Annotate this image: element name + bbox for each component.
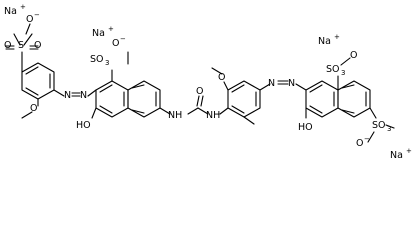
sulfonate-4-sub: 3 (387, 125, 391, 133)
amine-nh-2: NH (206, 110, 220, 121)
urea-linkage (159, 95, 209, 115)
sulfonate-3-label: SO (326, 64, 340, 75)
urea-oxygen: O (196, 86, 203, 97)
middle-benzene-ring (227, 80, 261, 118)
azo-linkage-1 (53, 89, 97, 97)
sodium-ion-2: Na (92, 28, 105, 39)
sulfonate-3-sub: 3 (341, 69, 345, 77)
oxygen-1a: O (4, 40, 11, 51)
oxide-charge-3: − (364, 135, 370, 143)
left-benzene-ring (21, 62, 55, 100)
azo-linkage-2 (259, 80, 307, 91)
hydroxy-bond-1 (91, 107, 97, 119)
sodium-charge-1: + (20, 3, 26, 11)
nh-to-ring-bond (219, 107, 229, 115)
left-naphthalene (95, 80, 161, 118)
oxide-anion-2: O (112, 38, 119, 49)
methoxy-group-2 (211, 67, 229, 91)
oxide-charge-1: − (34, 11, 40, 19)
hydroxy-1: HO (76, 120, 91, 131)
s4-o-bond (367, 131, 375, 143)
sodium-charge-2: + (108, 25, 114, 33)
azo-nitrogen-1a: N (64, 90, 71, 101)
azo-nitrogen-1b: N (80, 90, 87, 101)
sodium-ion-3: Na (318, 36, 331, 47)
sulfonate-3-oxygen: O (350, 50, 357, 61)
oxide-anion-3: O (356, 138, 363, 149)
sulfonate-2-label: SO (90, 54, 104, 65)
methyl-bond (243, 116, 255, 125)
methoxy-oxygen-1: O (30, 103, 37, 114)
sulfonate-group-2 (111, 51, 129, 82)
sulfonate-bond-4b (385, 124, 395, 129)
sodium-ion-4: Na (390, 150, 403, 161)
sulfur-1: S (18, 40, 24, 51)
sodium-ion-1: Na (4, 6, 17, 17)
azo-nitrogen-2a: N (268, 78, 275, 89)
azo-nitrogen-2b: N (288, 78, 295, 89)
structure-svg: Na + O − O S O O N N Na + O − SO 3 HO NH… (4, 3, 412, 161)
sulfonate-bond-3b (340, 57, 351, 66)
oxide-charge-2: − (120, 35, 126, 43)
sodium-charge-4: + (406, 147, 412, 155)
amine-nh-1: NH (168, 110, 182, 121)
structure-figure: Na + O − O S O O N N Na + O − SO 3 HO NH… (4, 3, 412, 161)
s1-o-bond (25, 23, 31, 35)
hydroxy-2: HO (298, 122, 313, 133)
sulfonate-4-label: SO (372, 120, 386, 131)
oxide-anion-1: O (26, 14, 33, 25)
sulfonate-bond-4 (369, 107, 377, 119)
methoxy-group-1 (21, 98, 39, 119)
oxygen-1b: O (34, 40, 41, 51)
sulfonate-2-sub: 3 (105, 59, 109, 67)
sulfonate-group-1 (5, 33, 39, 73)
sodium-charge-3: + (334, 33, 340, 41)
methoxy-oxygen-2: O (218, 72, 225, 83)
